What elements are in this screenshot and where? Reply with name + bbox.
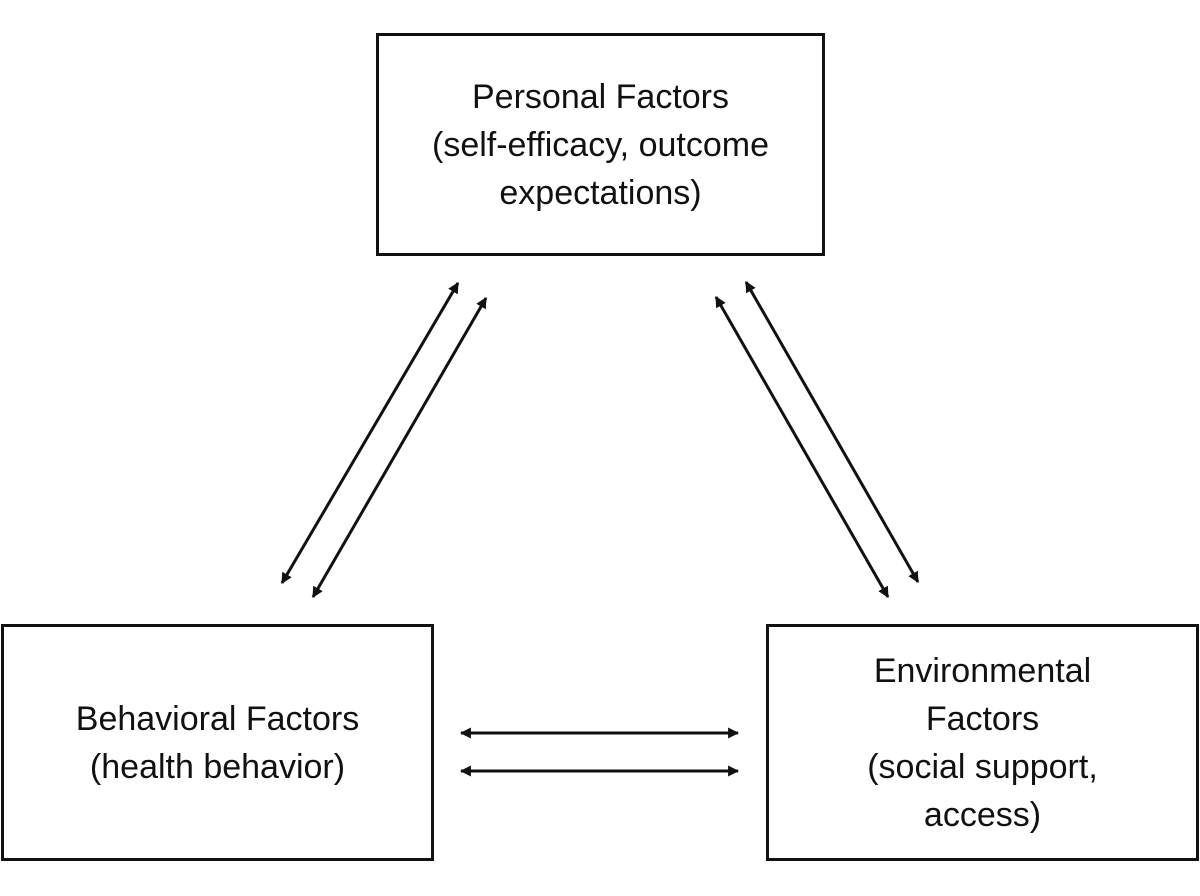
arrow-behavioral-personal-inner — [311, 297, 488, 598]
arrow-behavioral-personal-outer — [280, 282, 460, 584]
personal-factors-detail-line-1: (self-efficacy, outcome — [432, 125, 769, 164]
behavioral-factors-title: Behavioral Factors — [75, 699, 360, 738]
environmental-factors-title-line-1: Environmental — [873, 651, 1092, 690]
personal-factors-box: Personal Factors (self-efficacy, outcome… — [376, 33, 825, 256]
behavioral-factors-detail-line-1: (health behavior) — [89, 747, 346, 786]
personal-factors-title: Personal Factors — [472, 77, 729, 116]
environmental-factors-box: Environmental Factors (social support, a… — [766, 624, 1199, 861]
environmental-factors-title-line-2: Factors — [925, 699, 1040, 738]
environmental-factors-detail-line-2: access) — [923, 795, 1042, 834]
arrow-personal-environmental-inner — [744, 281, 920, 583]
environmental-factors-detail-line-1: (social support, — [867, 747, 1098, 786]
arrow-personal-environmental-outer — [714, 296, 890, 598]
personal-factors-detail-line-2: expectations) — [499, 173, 702, 212]
behavioral-factors-box: Behavioral Factors (health behavior) — [1, 624, 434, 861]
